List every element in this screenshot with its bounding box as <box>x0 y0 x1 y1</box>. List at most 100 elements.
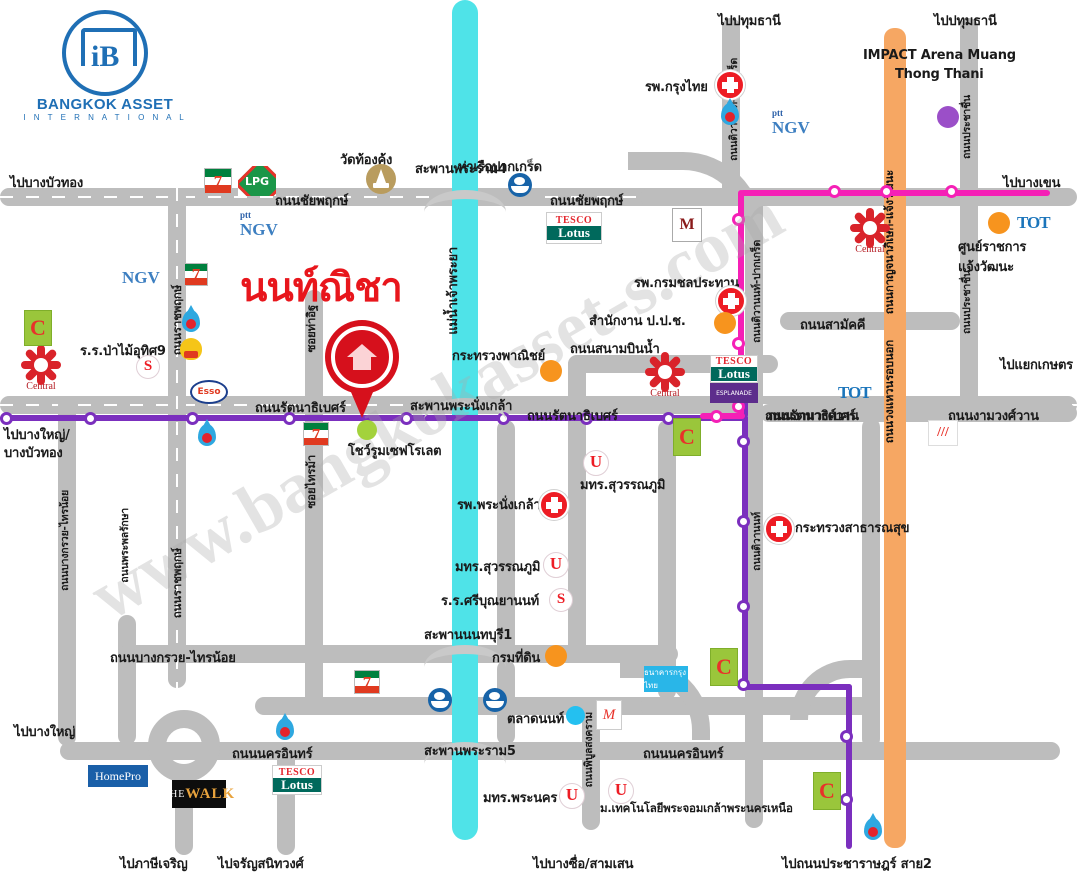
place-rph-krungthai-label: รพ.กรุงไทย <box>645 80 708 95</box>
hospital-icon <box>715 70 745 100</box>
bridge-rama4-arc <box>424 190 506 212</box>
brand-ptt-ngv: NGV <box>122 268 160 287</box>
orange-dot-icon <box>714 312 736 334</box>
road-tiwanon-line <box>745 188 763 828</box>
orange-dot-icon <box>545 645 567 667</box>
station-pink[interactable] <box>828 185 841 198</box>
station-purple[interactable] <box>737 515 750 528</box>
brand-tot-2: TOT <box>838 383 872 402</box>
road-bangkruai-sainoi-v <box>58 396 76 746</box>
dir-bangkhen: ไปบางเขน <box>1003 176 1061 191</box>
ptt-station-icon <box>274 713 296 744</box>
brand-esplanade: ESPLANADE <box>710 383 758 403</box>
boat-icon <box>428 688 452 712</box>
brand-lpg: LPG <box>238 166 276 196</box>
brand-central: Central <box>642 352 688 399</box>
bridge-phranangklao-label: สะพานพระนั่งเกล้า <box>410 399 513 414</box>
station-pink[interactable] <box>945 185 958 198</box>
place-govt-complex-label2: แจ้งวัฒนะ <box>958 260 1014 275</box>
station-pink[interactable] <box>732 213 745 226</box>
station-purple[interactable] <box>737 600 750 613</box>
hospital-icon <box>716 286 746 316</box>
project-location-pin[interactable] <box>325 320 399 418</box>
hospital-icon <box>764 514 794 544</box>
purple-dot-icon <box>937 106 959 128</box>
place-commerce-ministry-label: กระทรวงพาณิชย์ <box>452 349 546 364</box>
station-purple[interactable] <box>0 412 13 425</box>
university-icon: U <box>559 783 585 809</box>
purple-line-h <box>0 415 748 421</box>
road-samakkhi-line <box>780 312 960 330</box>
station-pink[interactable] <box>732 337 745 350</box>
station-purple[interactable] <box>737 678 750 691</box>
purple-line-v2 <box>846 684 852 849</box>
station-purple[interactable] <box>737 435 750 448</box>
dir-pracharat-sai2: ไปถนนประชาราษฎร์ สาย2 <box>782 857 932 872</box>
place-talad-nonthaburi-label: ตลาดนนท์ <box>507 712 565 727</box>
boat-icon <box>483 688 507 712</box>
road-sanambinnam-label: ถนนสนามบินน้ำ <box>570 342 660 357</box>
hospital-icon <box>539 490 569 520</box>
road-chaiyaphruek-east-label: ถนนชัยพฤกษ์ <box>550 194 624 209</box>
logo-initials: iB <box>91 40 120 73</box>
school-icon: S <box>549 588 573 612</box>
company-logo: iB BANGKOK ASSET I N T E R N A T I O N A… <box>10 10 200 122</box>
road-bangkruai-sainoi-label: ถนนบางกรวย-ไทรน้อย <box>110 651 236 666</box>
station-purple[interactable] <box>840 793 853 806</box>
road-center-v <box>497 420 515 660</box>
purple-line-v <box>742 415 748 690</box>
road-phibunsongkhram-line <box>582 700 600 830</box>
dir-phasicharoen: ไปภาษีเจริญ <box>120 857 188 872</box>
bridge-phranangklao-arc <box>424 398 506 420</box>
road-ratchaphruek-label2: ถนนราชพฤกษ์ <box>170 548 184 619</box>
brand-7eleven: 7 <box>204 168 232 194</box>
bridge-rama5-label: สะพานพระราม5 <box>424 744 516 759</box>
pink-line-h <box>740 190 1050 196</box>
station-purple[interactable] <box>84 412 97 425</box>
road-rattanathibet-east-label: ถนนรัตนาธิเบศร์ <box>765 409 856 424</box>
brand-7eleven: 7 <box>354 670 380 694</box>
bridge-nonthaburi1-label: สะพานนนทบุรี1 <box>424 628 513 643</box>
green-dot-icon <box>357 420 377 440</box>
road-ngamwongwan-west-label: ถนนงามวงศ์วาน <box>768 409 859 424</box>
road-phibunsongkhram-label: ถนนพิบูลสงคราม <box>583 712 595 788</box>
place-showroom-label: โชว์รูมเซฟโรเลต <box>348 444 442 459</box>
station-pink[interactable] <box>880 185 893 198</box>
purple-line-h2 <box>742 684 852 690</box>
station-purple[interactable] <box>186 412 199 425</box>
station-purple[interactable] <box>840 730 853 743</box>
place-land-dept-label: กรมที่ดิน <box>492 651 541 666</box>
place-rmutp-label: มทร.พระนคร <box>483 791 558 806</box>
road-sanambinnam-v <box>568 355 586 655</box>
station-purple[interactable] <box>283 412 296 425</box>
station-purple[interactable] <box>400 412 413 425</box>
dir-charansanitwong: ไปจรัญสนิทวงศ์ <box>218 857 304 872</box>
soi-tha-it-label: ซอยท่าอิฐ <box>304 305 318 353</box>
dir-yaekkaset: ไปแยกเกษตร <box>1000 358 1073 373</box>
station-purple[interactable] <box>580 412 593 425</box>
road-ngamwongwan-east-label: ถนนงามวงศ์วาน <box>948 409 1039 424</box>
cyan-dot-icon <box>566 706 585 725</box>
brand-7eleven: 7 <box>303 422 329 446</box>
ptt-station-icon <box>180 305 202 336</box>
soi-tha-it-line <box>305 290 323 710</box>
dir-bangsue-samsen: ไปบางซื่อ/สามเสน <box>533 857 634 872</box>
dir-pathumthani-2: ไปปทุมธานี <box>934 14 997 29</box>
place-health-ministry-label: กระทรวงสาธารณสุข <box>795 521 910 536</box>
brand-bigc: C <box>673 418 701 456</box>
station-pink[interactable] <box>710 410 723 423</box>
brand-bigc: C <box>24 310 52 346</box>
purple-line-north <box>742 396 748 418</box>
brand-central: Central <box>18 345 64 392</box>
orange-dot-icon <box>988 212 1010 234</box>
home-icon <box>347 344 377 370</box>
place-kmutnb-label: ม.เทคโนโลยีพระจอมเกล้าพระนครเหนือ <box>600 801 793 815</box>
place-school-sriboon-label: ร.ร.ศรีบุณยานนท์ <box>441 594 540 609</box>
road-dash-v <box>176 188 178 688</box>
brand-homepro: HomePro <box>88 765 148 787</box>
brand-bigc: C <box>813 772 841 810</box>
